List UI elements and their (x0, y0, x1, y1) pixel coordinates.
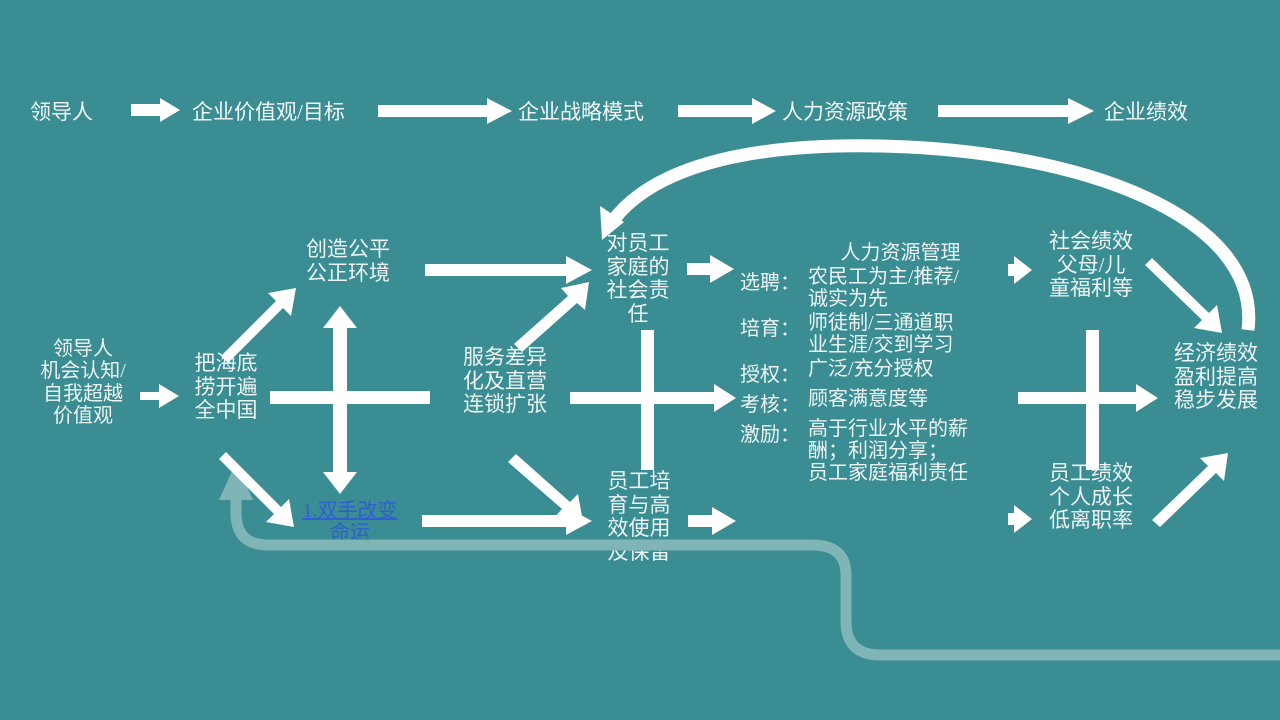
cross-arrow-1 (270, 306, 430, 494)
arrow-service-diff-to-csr-diagonal (514, 282, 589, 352)
arrow-csr-to-hr-block (687, 255, 734, 283)
arrow-to-employee-family-csr-horizontal (425, 256, 592, 284)
arrow-employee-dev-to-hr-block (688, 507, 736, 535)
hr-block-title: 人力资源管理 (840, 242, 961, 264)
hr-row-appraisal-key: 考核： (740, 393, 800, 416)
hr-management-block: 人力资源管理 选聘： 农民工为主/推荐/ 诚实为先 培育： 师徒制/三通道职 业… (740, 236, 1025, 485)
node-hands-change-fate[interactable]: 1.双手改变命运 (302, 500, 398, 545)
node-service-differentiation: 服务差异 化及直营 连锁扩张 (463, 345, 547, 417)
hr-row-incentive-key: 激励： (740, 423, 800, 446)
node-employee-family-csr: 对员工 家庭的 社会责 任 (606, 231, 670, 326)
node-leader-values: 领导人 机会认知/ 自我超越 价值观 (40, 338, 126, 428)
feedback-loop-arrowhead (219, 462, 253, 500)
node-employee-development-use: 员工培 育与高 效使用 及保留 (607, 469, 671, 564)
top-chain-item-strategy-mode: 企业战略模式 (518, 100, 644, 124)
arrow-social-to-economic-diagonal (1145, 258, 1222, 333)
hr-row-incentive: 激励： 高于行业水平的薪 酬；利润分享； 员工家庭福利责任 (740, 418, 1025, 485)
hr-row-appraisal-value: 顾客满意度等 (808, 387, 928, 410)
top-chain-item-values-goals: 企业价值观/目标 (192, 100, 345, 124)
top-chain-item-hr-policy: 人力资源政策 (782, 100, 908, 124)
top-chain: 领导人 企业价值观/目标 企业战略模式 人力资源政策 企业绩效 (0, 90, 1280, 134)
node-social-performance: 社会绩效 父母/儿 童福利等 (1049, 229, 1133, 301)
node-economic-performance: 经济绩效 盈利提高 稳步发展 (1174, 341, 1258, 413)
cross-arrow-3 (1018, 330, 1158, 470)
hr-row-empowerment-key: 授权： (740, 363, 800, 386)
hr-row-recruit: 选聘： 农民工为主/推荐/ 诚实为先 (740, 266, 1025, 311)
arrow-hr-to-employee-performance (1008, 505, 1032, 533)
node-employee-performance: 员工绩效 个人成长 低离职率 (1049, 461, 1133, 533)
hr-row-training: 培育： 师徒制/三通道职 业生涯/交到学习 (740, 312, 1025, 357)
hr-row-recruit-key: 选聘： (740, 272, 800, 294)
arrow-expand-to-hands-fate (219, 452, 294, 527)
top-chain-item-leader: 领导人 (30, 100, 93, 124)
arrow-employee-perf-to-economic-diagonal (1152, 453, 1228, 527)
arrow-service-diff-to-dev-diagonal (508, 454, 583, 522)
node-fair-environment: 创造公平 公正环境 (306, 237, 390, 285)
hr-row-training-key: 培育： (740, 317, 800, 340)
hr-row-incentive-value: 高于行业水平的薪 酬；利润分享； 员工家庭福利责任 (808, 417, 968, 485)
arrow-hands-fate-to-employee-dev (422, 507, 592, 535)
node-expand-china: 把海底 捞开遍 全中国 (194, 351, 258, 423)
hr-row-appraisal: 考核： 顾客满意度等 (740, 388, 1025, 417)
hr-row-empowerment-value: 广泛/充分授权 (808, 357, 934, 380)
hr-row-recruit-value: 农民工为主/推荐/ 诚实为先 (808, 266, 960, 311)
top-chain-item-firm-performance: 企业绩效 (1104, 100, 1188, 124)
hr-row-training-value: 师徒制/三通道职 业生涯/交到学习 (808, 311, 954, 357)
cross-arrow-2 (570, 330, 736, 470)
hr-row-empowerment: 授权： 广泛/充分授权 (740, 358, 1025, 387)
